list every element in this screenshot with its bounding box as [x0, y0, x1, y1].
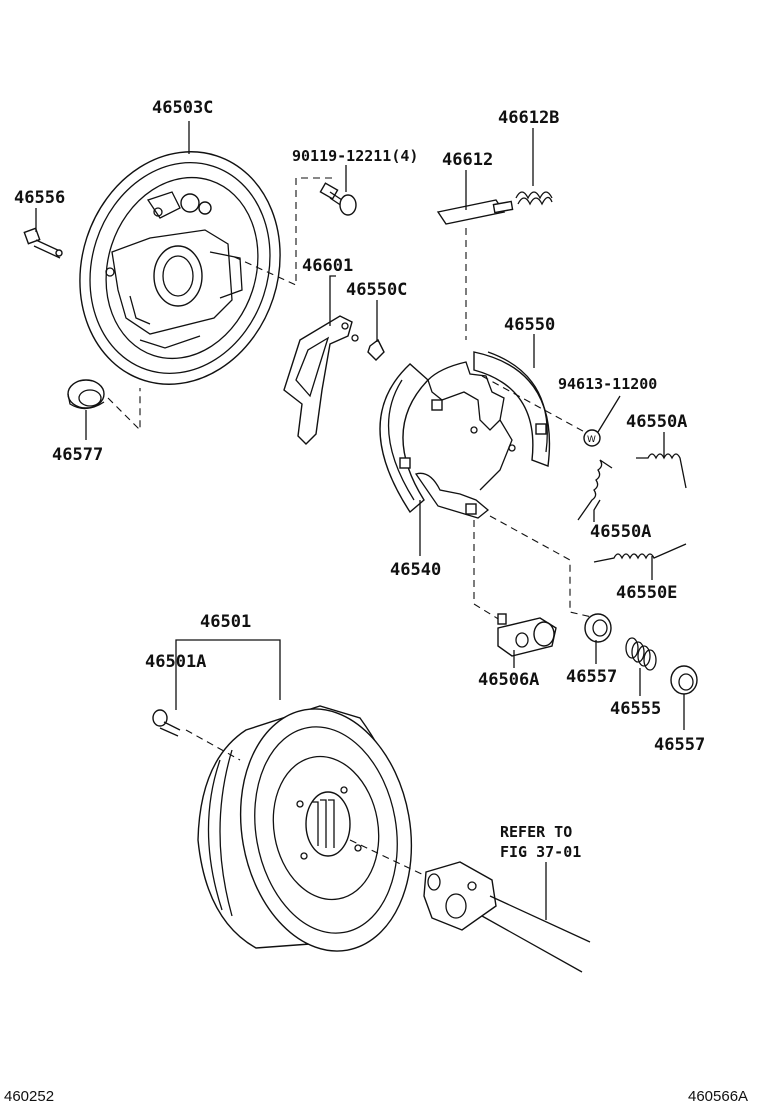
nut-guide-line: [481, 375, 593, 437]
cup-46557-a-drawing: [584, 613, 612, 643]
brake-shoe-drawing: [379, 351, 551, 519]
brake-drum-drawing: [197, 705, 413, 952]
label-refer-to: REFER TO: [500, 823, 572, 841]
spring-46550e-drawing: [593, 543, 687, 563]
label-46550c: 46550C: [346, 280, 407, 300]
leader-lines: [35, 121, 685, 920]
label-94613-11200: 94613-11200: [558, 375, 657, 393]
clip-46550c-drawing: [367, 338, 385, 361]
svg-text:W: W: [587, 435, 596, 445]
axle-shaft-drawing: [423, 861, 591, 973]
label-90119-12211: 90119-12211(4): [292, 147, 418, 165]
lever-46612-drawing: [436, 199, 514, 225]
label-46601: 46601: [302, 256, 353, 276]
nut-94613-drawing: W: [583, 429, 601, 447]
backing-plate-drawing: [79, 151, 281, 385]
label-46577: 46577: [52, 445, 103, 465]
label-46556: 46556: [14, 188, 65, 208]
cylinder-guide-line: [473, 520, 501, 621]
label-46612b: 46612B: [498, 108, 559, 128]
label-46501a: 46501A: [145, 652, 206, 672]
label-46550e: 46550E: [616, 583, 677, 603]
label-46540: 46540: [390, 560, 441, 580]
label-46557-b: 46557: [654, 735, 705, 755]
label-46555: 46555: [610, 699, 661, 719]
label-fig-37-01: FIG 37-01: [500, 843, 581, 861]
bolt-90119-drawing: [319, 182, 357, 216]
plug-46577-drawing: [67, 379, 105, 410]
label-46501: 46501: [200, 612, 251, 632]
bolt-guide-line: [229, 177, 332, 286]
cup-guide-line: [489, 515, 597, 619]
plug-guide-line: [107, 388, 141, 432]
label-46612: 46612: [442, 150, 493, 170]
label-46557-a: 46557: [566, 667, 617, 687]
wheel-cylinder-drawing: [497, 613, 557, 657]
drum-bolt-guide-line: [185, 729, 241, 761]
spring-46550a-top-drawing: [636, 453, 687, 489]
spring-46555-drawing: [625, 637, 657, 671]
bolt-46501a-drawing: [152, 709, 181, 737]
spring-46612b-drawing: [515, 191, 553, 206]
label-46550a-lower: 46550A: [590, 522, 651, 542]
label-46503c: 46503C: [152, 98, 213, 118]
cup-46557-b-drawing: [670, 665, 698, 695]
footer-left-code: 460252: [4, 1088, 54, 1105]
axle-guide-line: [349, 839, 431, 879]
label-46550a-top: 46550A: [626, 412, 687, 432]
spring-46550a-lower-drawing: [577, 459, 613, 521]
bolt-46556-drawing: [23, 227, 63, 259]
footer-right-code: 460566A: [688, 1088, 748, 1105]
label-46550: 46550: [504, 315, 555, 335]
label-46506a: 46506A: [478, 670, 539, 690]
lever-46601-drawing: [283, 315, 359, 445]
